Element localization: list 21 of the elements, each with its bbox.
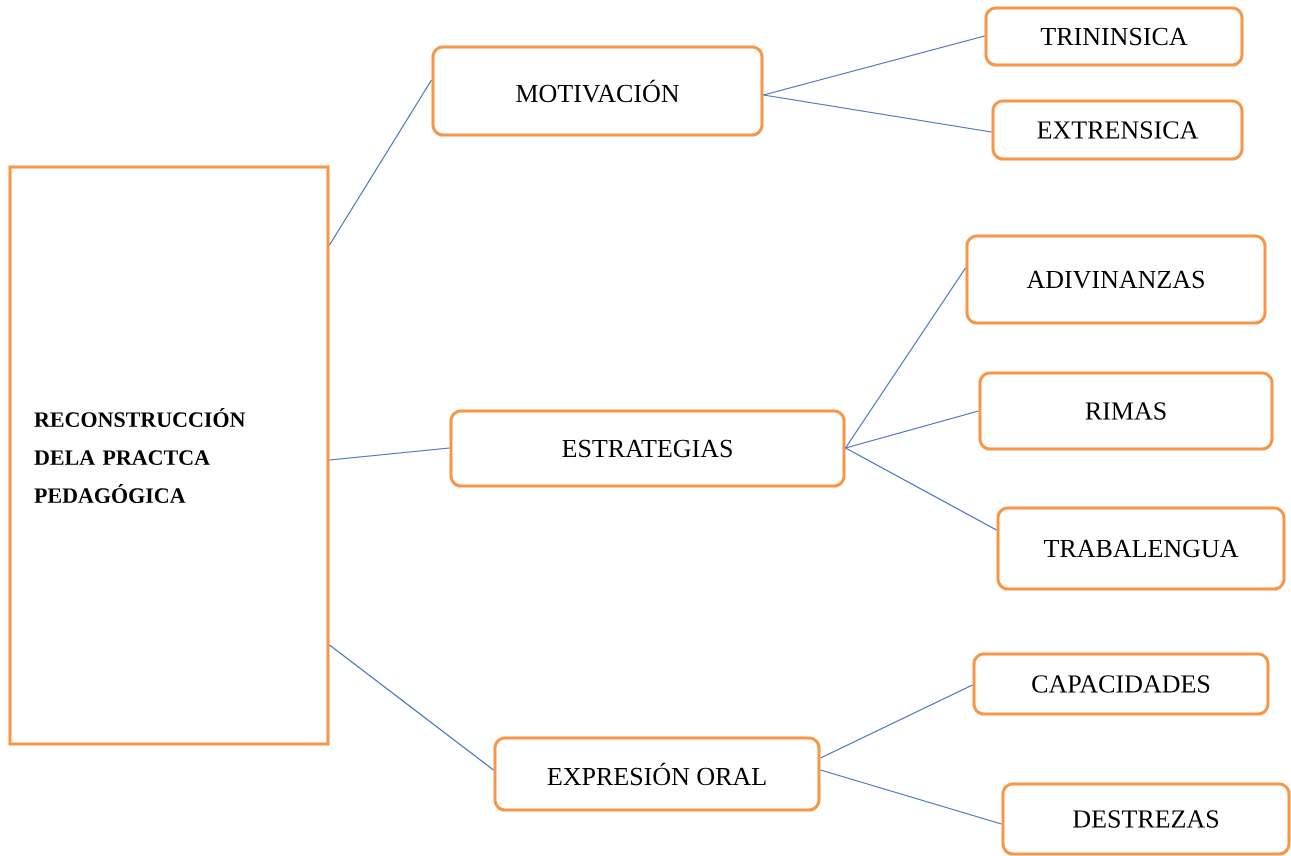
connector-line [819, 769, 1003, 825]
subtopic-box: TRABALENGUA [996, 506, 1286, 591]
subtopic-box: DESTREZAS [1001, 782, 1291, 856]
connector-line [328, 447, 451, 461]
subtopic-box: ADIVINANZAS [965, 234, 1267, 325]
connector-line [762, 94, 993, 133]
connector-line [844, 267, 967, 449]
connector-line [762, 35, 986, 96]
connector-line [819, 684, 974, 759]
root-box: RECONSTRUCCIÓN DELA PRACTCA PEDAGÓGICA [8, 165, 330, 746]
subtopic-box: EXTRENSICA [991, 99, 1244, 161]
connector-line [328, 644, 495, 771]
connector-line [844, 410, 980, 449]
connector-line [844, 447, 998, 531]
subtopic-box: CAPACIDADES [972, 652, 1270, 716]
connector-line [328, 79, 433, 246]
topic-box: MOTIVACIÓN [431, 45, 764, 137]
topic-box: ESTRATEGIAS [449, 409, 846, 488]
subtopic-box: TRININSICA [984, 6, 1244, 67]
subtopic-box: RIMAS [978, 371, 1274, 451]
topic-box: EXPRESIÓN ORAL [493, 736, 821, 812]
